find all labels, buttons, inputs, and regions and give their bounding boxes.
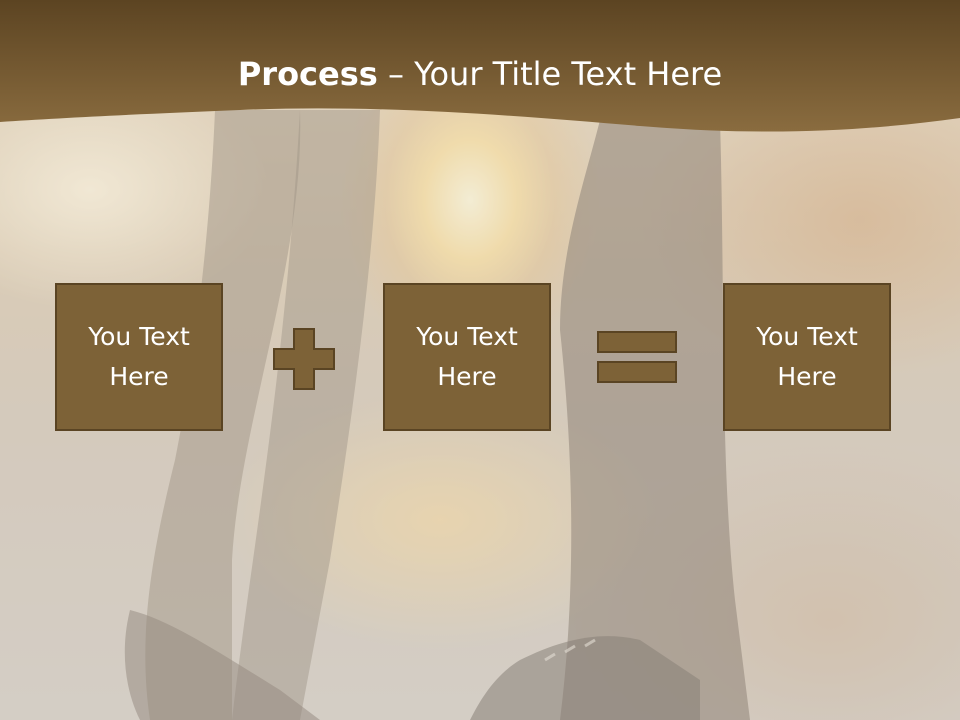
box-text-line1: You Text	[756, 322, 858, 351]
process-box-3[interactable]: You Text Here	[723, 283, 891, 431]
process-box-1[interactable]: You Text Here	[55, 283, 223, 431]
title-banner	[0, 0, 960, 132]
page-title: Process – Your Title Text Here	[0, 52, 960, 96]
process-box-2[interactable]: You Text Here	[383, 283, 551, 431]
box-text-line2: Here	[109, 362, 169, 391]
equals-icon	[597, 331, 677, 383]
box-text-line1: You Text	[416, 322, 518, 351]
plus-icon	[273, 328, 335, 390]
box-text-line2: Here	[437, 362, 497, 391]
title-bold: Process	[237, 55, 378, 93]
title-rest: – Your Title Text Here	[377, 55, 723, 93]
box-text-line1: You Text	[88, 322, 190, 351]
box-text-line2: Here	[777, 362, 837, 391]
